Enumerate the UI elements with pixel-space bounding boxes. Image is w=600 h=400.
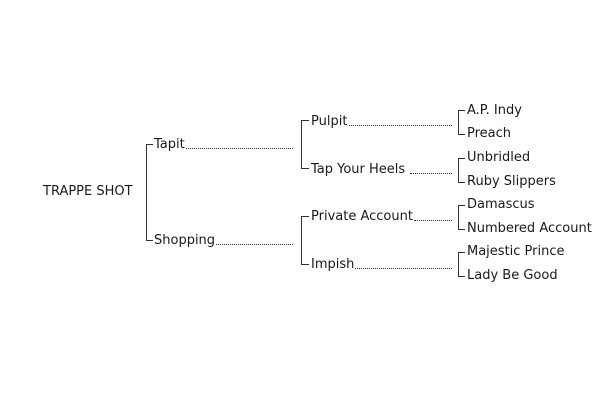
sire-name: Tapit [154,137,186,153]
connector-ds-dam [458,229,465,230]
connector-dam-dam [301,264,309,265]
sire-dam-name: Tap Your Heels [311,162,407,178]
sire-sire-name: Pulpit [311,114,349,130]
bracket-dam-dam [458,252,459,276]
bracket-subject [146,144,147,240]
connector-sd-sire [458,158,465,159]
ancestor-sire-dam-dam: Ruby Slippers [467,174,557,190]
dam-dam-name: Impish [311,257,356,273]
leader-dam [216,244,293,245]
leader-sire-dam [410,173,452,174]
connector-dd-sire [458,252,465,253]
bracket-sire-dam [458,158,459,182]
ancestor-sire-sire-dam: Preach [467,126,513,142]
leader-dam-dam [354,268,452,269]
ancestor-sire-dam-sire: Unbridled [467,150,532,166]
bracket-dam [301,216,302,264]
ancestor-dam-sire-dam: Numbered Account [467,221,593,237]
connector-dd-dam [458,276,465,277]
leader-sire-sire [349,125,452,126]
dam-name: Shopping [154,233,217,249]
leader-dam-sire [414,220,452,221]
ancestor-dam-dam-dam: Lady Be Good [467,268,559,284]
subject-name: TRAPPE SHOT [43,184,134,200]
bracket-sire-sire [458,110,459,134]
ancestor-dam-dam-sire: Majestic Prince [467,244,566,260]
connector-sire-sire [301,120,309,121]
leader-sire [186,148,293,149]
connector-ss-dam [458,134,465,135]
connector-ss-sire [458,110,465,111]
ancestor-sire-sire-sire: A.P. Indy [467,103,523,119]
bracket-dam-sire [458,205,459,229]
ancestor-dam-sire-sire: Damascus [467,197,536,213]
connector-sd-dam [458,182,465,183]
connector-sire-dam [301,168,309,169]
connector-sire [146,144,153,145]
dam-sire-name: Private Account [311,209,414,225]
connector-dam-sire [301,216,309,217]
bracket-sire [301,120,302,168]
connector-ds-sire [458,205,465,206]
connector-dam [146,240,153,241]
